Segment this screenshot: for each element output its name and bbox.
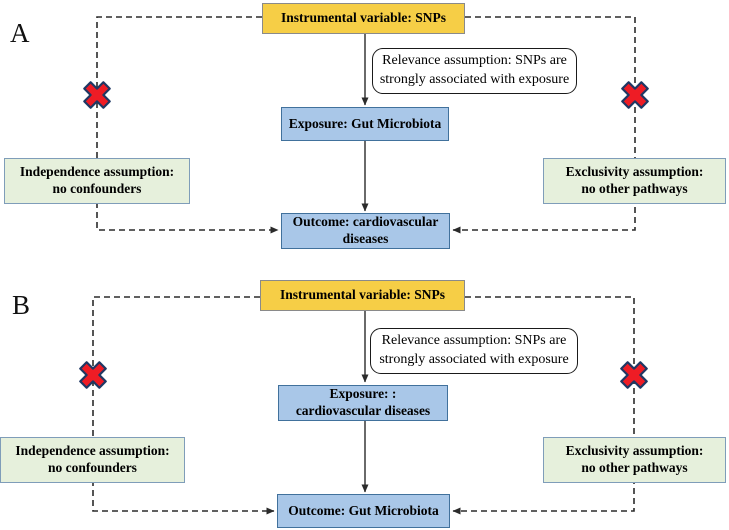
exclusivity-assumption-text: Exclusivity assumption: no other pathway… bbox=[565, 443, 704, 475]
instrumental-variable-label: Instrumental variable: SNPs bbox=[281, 10, 446, 26]
outcome-box: Outcome: Gut Microbiota bbox=[277, 494, 450, 528]
red-x-icon bbox=[621, 81, 649, 109]
exposure-label: Exposure: : cardiovascular diseases bbox=[295, 386, 431, 418]
outcome-label: Outcome: Gut Microbiota bbox=[288, 502, 439, 518]
connector-layer-b bbox=[79, 296, 648, 515]
panel-a: A Instrumental variable: SNPs Relevance … bbox=[4, 3, 726, 249]
outcome-box: Outcome: cardiovascular diseases bbox=[281, 213, 450, 249]
instrumental-variable-label: Instrumental variable: SNPs bbox=[280, 287, 445, 303]
independence-dashed-path bbox=[96, 16, 279, 234]
red-x-icon bbox=[83, 81, 111, 109]
exposure-label: Exposure: Gut Microbiota bbox=[288, 115, 442, 131]
exclusivity-assumption-box: Exclusivity assumption: no other pathway… bbox=[543, 437, 726, 483]
outcome-label: Outcome: cardiovascular diseases bbox=[292, 214, 439, 246]
exposure-box: Exposure: Gut Microbiota bbox=[281, 107, 449, 141]
independence-assumption-text: Independence assumption: no confounders bbox=[15, 443, 170, 475]
instrumental-variable-box: Instrumental variable: SNPs bbox=[260, 280, 465, 311]
exclusivity-dashed-path bbox=[452, 16, 636, 234]
relevance-assumption-text: Relevance assumption: SNPs are strongly … bbox=[379, 333, 569, 367]
exclusivity-assumption-box: Exclusivity assumption: no other pathway… bbox=[543, 158, 726, 204]
instrumental-variable-box: Instrumental variable: SNPs bbox=[262, 3, 465, 34]
connector-layer-a bbox=[83, 16, 649, 234]
red-x-icon bbox=[79, 361, 107, 389]
relevance-assumption-text: Relevance assumption: SNPs are strongly … bbox=[379, 53, 570, 87]
relevance-assumption-note: Relevance assumption: SNPs are strongly … bbox=[370, 328, 578, 374]
independence-dashed-path bbox=[92, 296, 275, 515]
panel-label-b: B bbox=[12, 290, 31, 320]
relevance-assumption-note: Relevance assumption: SNPs are strongly … bbox=[372, 48, 577, 94]
red-x-icon bbox=[620, 361, 648, 389]
exclusivity-dashed-path bbox=[452, 296, 635, 515]
independence-assumption-box: Independence assumption: no confounders bbox=[4, 158, 190, 204]
panel-label-a: A bbox=[10, 18, 30, 48]
panel-b: B Instrumental variable: SNPs Relevance … bbox=[0, 265, 729, 530]
independence-assumption-text: Independence assumption: no confounders bbox=[19, 164, 175, 196]
exposure-box: Exposure: : cardiovascular diseases bbox=[278, 385, 448, 421]
exclusivity-assumption-text: Exclusivity assumption: no other pathway… bbox=[565, 164, 704, 196]
independence-assumption-box: Independence assumption: no confounders bbox=[0, 437, 185, 483]
